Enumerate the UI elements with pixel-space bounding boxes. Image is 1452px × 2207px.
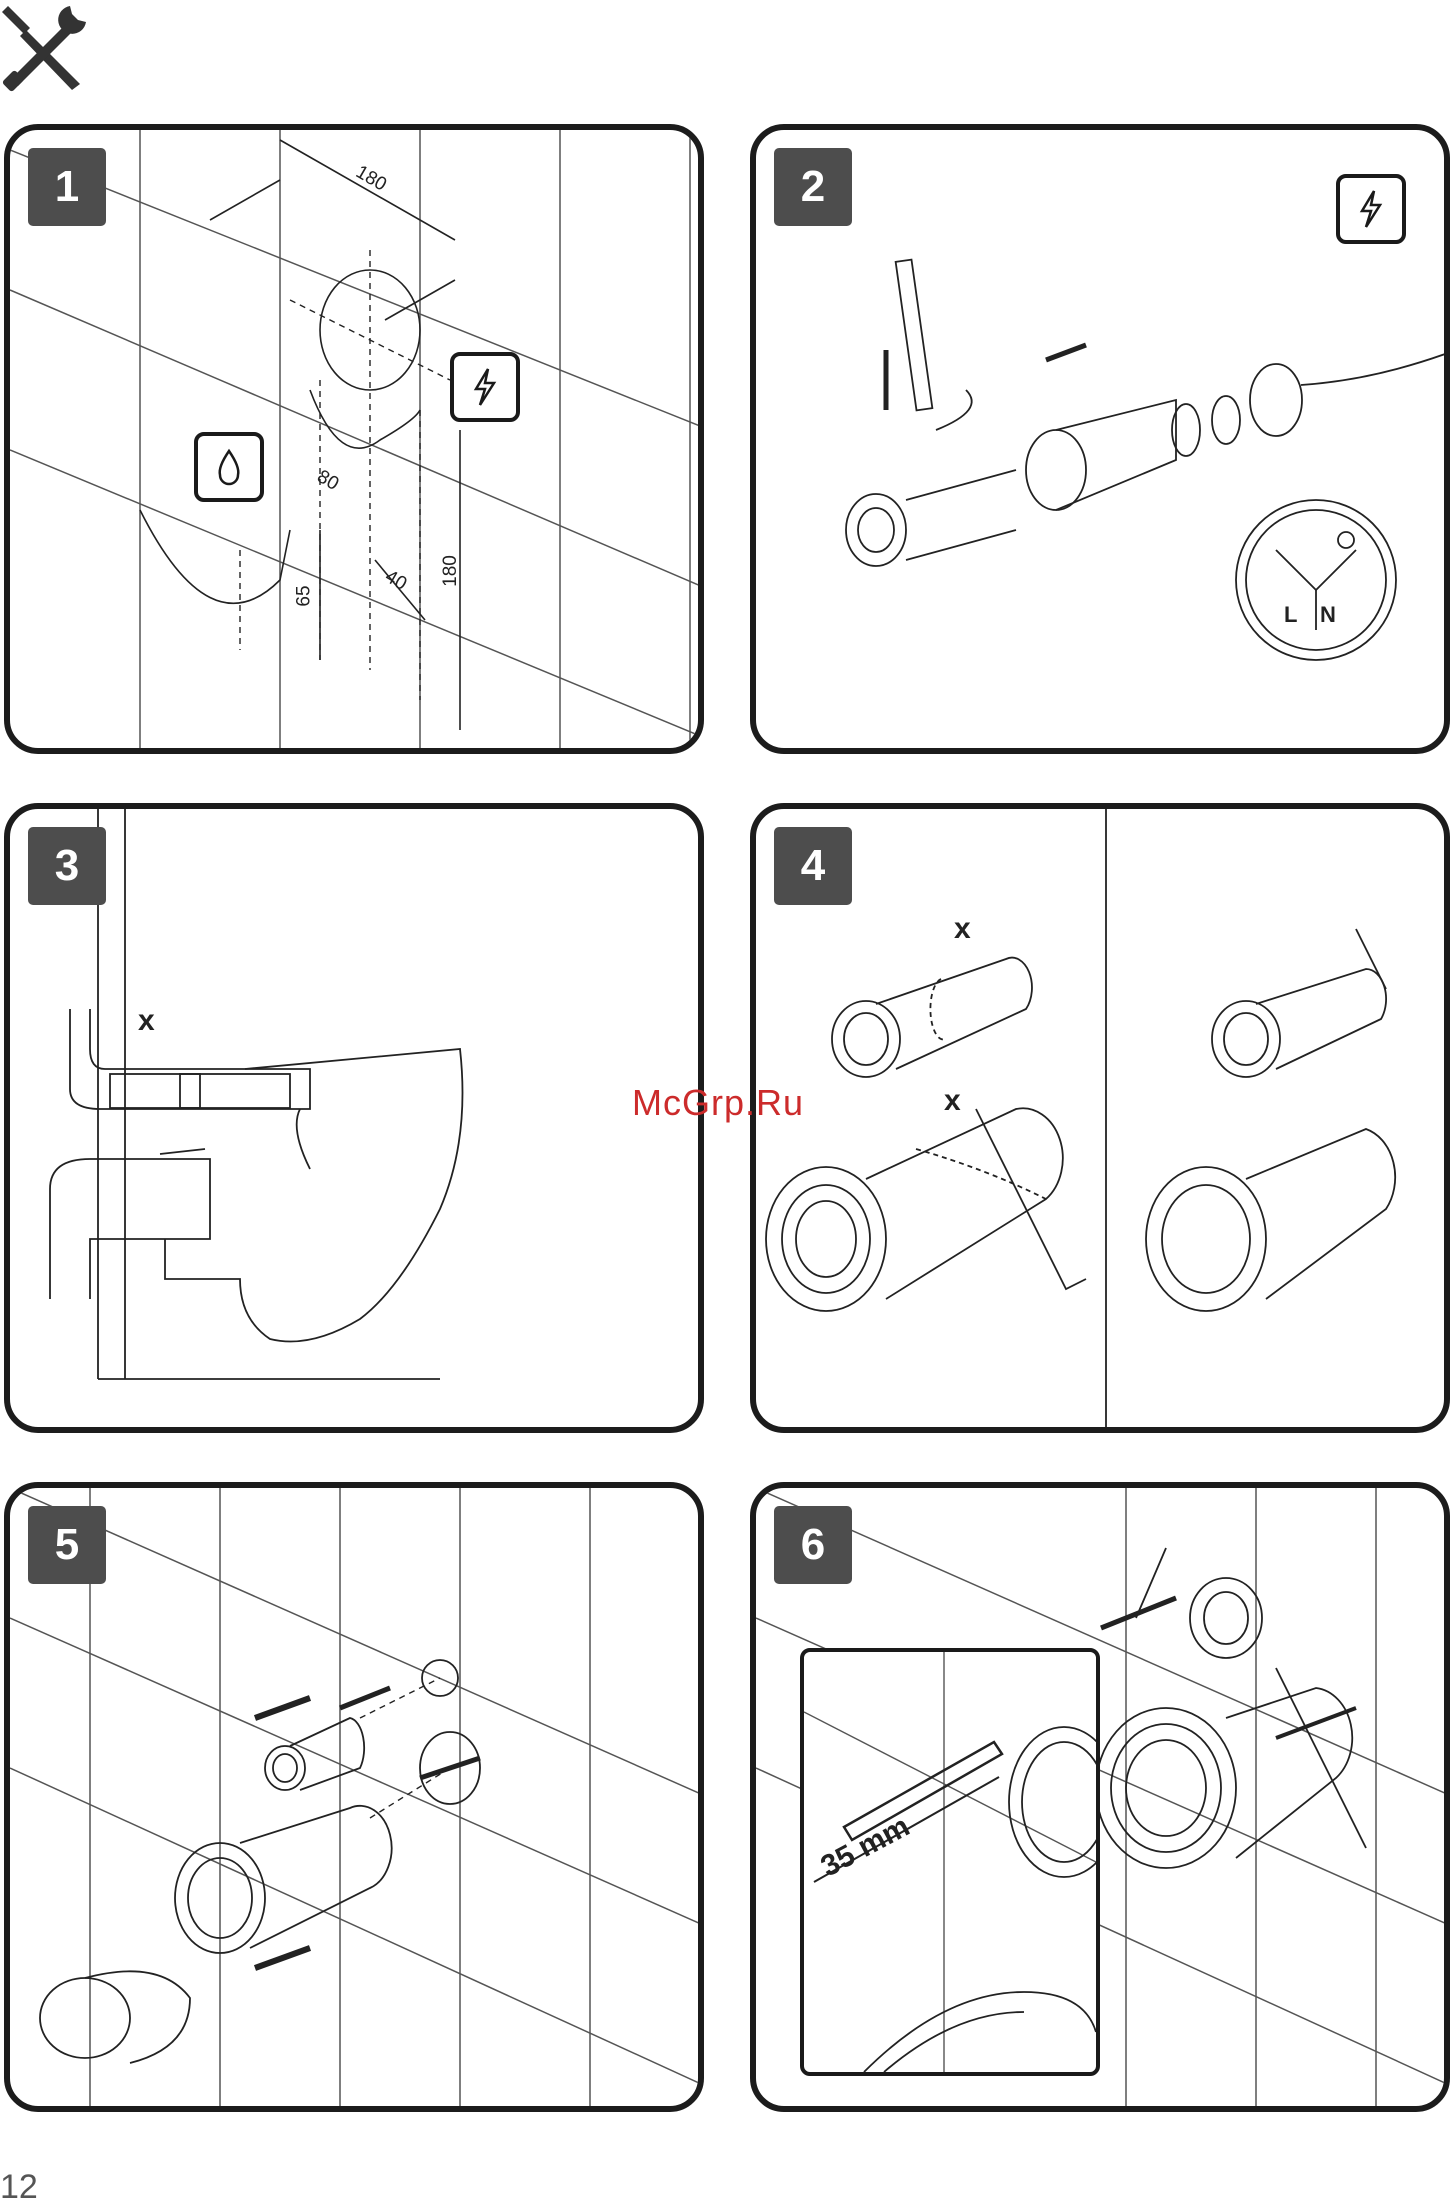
detail-inset: 35 mm	[800, 1648, 1100, 2076]
step-panel-5: 5	[4, 1482, 704, 2112]
step-badge: 6	[774, 1506, 852, 1584]
step-badge: 1	[28, 148, 106, 226]
dimension-label-x: x	[138, 1004, 155, 1038]
pipe-insertion-drawing	[10, 1488, 704, 2112]
lightning-icon	[1356, 189, 1386, 229]
step-badge: 2	[774, 148, 852, 226]
socket-label-n: N	[1320, 602, 1336, 628]
electric-symbol-box	[1336, 174, 1406, 244]
watermark: McGrp.Ru	[632, 1082, 804, 1124]
step-badge: 5	[28, 1506, 106, 1584]
step-panel-3: 3 x	[4, 803, 704, 1433]
lightning-icon	[470, 367, 500, 407]
socket-label-l: L	[1284, 602, 1297, 628]
dimension-label-65: 65	[294, 585, 316, 606]
pipe-cutting-drawing	[756, 809, 1450, 1433]
step-badge: 4	[774, 827, 852, 905]
step-panel-6: 6	[750, 1482, 1450, 2112]
step-panel-4: 4 x x	[750, 803, 1450, 1433]
page-number: 12	[0, 2168, 38, 2207]
dimension-label-x-top: x	[954, 912, 971, 946]
step-panel-1: 1	[4, 124, 704, 754]
step-badge: 3	[28, 827, 106, 905]
dimension-label-180-vertical: 180	[440, 555, 462, 587]
water-drop-icon	[214, 447, 244, 487]
toilet-side-view-drawing	[10, 809, 704, 1433]
step-panel-2: 2 L N	[750, 124, 1450, 754]
tools-icon	[0, 0, 95, 95]
wall-installation-drawing	[10, 130, 704, 754]
water-symbol-box	[194, 432, 264, 502]
electric-symbol-box	[450, 352, 520, 422]
dimension-label-x-bottom: x	[944, 1084, 961, 1118]
